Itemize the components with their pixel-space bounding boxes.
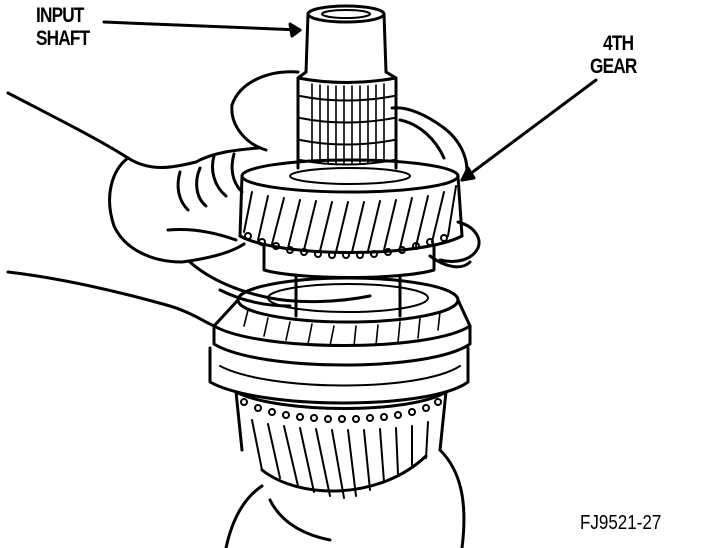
fourth-gear-label: 4TH GEAR	[590, 32, 637, 78]
callout-leaders	[102, 20, 598, 182]
fourth-gear-leader	[460, 78, 598, 182]
input-shaft-label-line-1: INPUT	[36, 4, 84, 27]
lower-hand	[224, 448, 466, 548]
synchronizer-assembly	[208, 276, 472, 405]
input-shaft	[296, 4, 398, 170]
input-shaft-label-line-2: SHAFT	[36, 27, 90, 50]
fourth-gear-label-line-1: 4TH	[603, 32, 634, 55]
input-shaft-label: INPUT SHAFT	[36, 4, 90, 50]
input-shaft-leader	[102, 20, 302, 32]
input-shaft-arrowhead	[288, 22, 302, 38]
fourth-gear-label-line-2: GEAR	[590, 55, 637, 78]
lower-gear	[234, 390, 448, 499]
fourth-gear-arrowhead	[460, 166, 476, 182]
fourth-gear	[238, 158, 464, 259]
figure-id: FJ9521-27	[580, 512, 662, 534]
left-hand	[6, 91, 372, 328]
